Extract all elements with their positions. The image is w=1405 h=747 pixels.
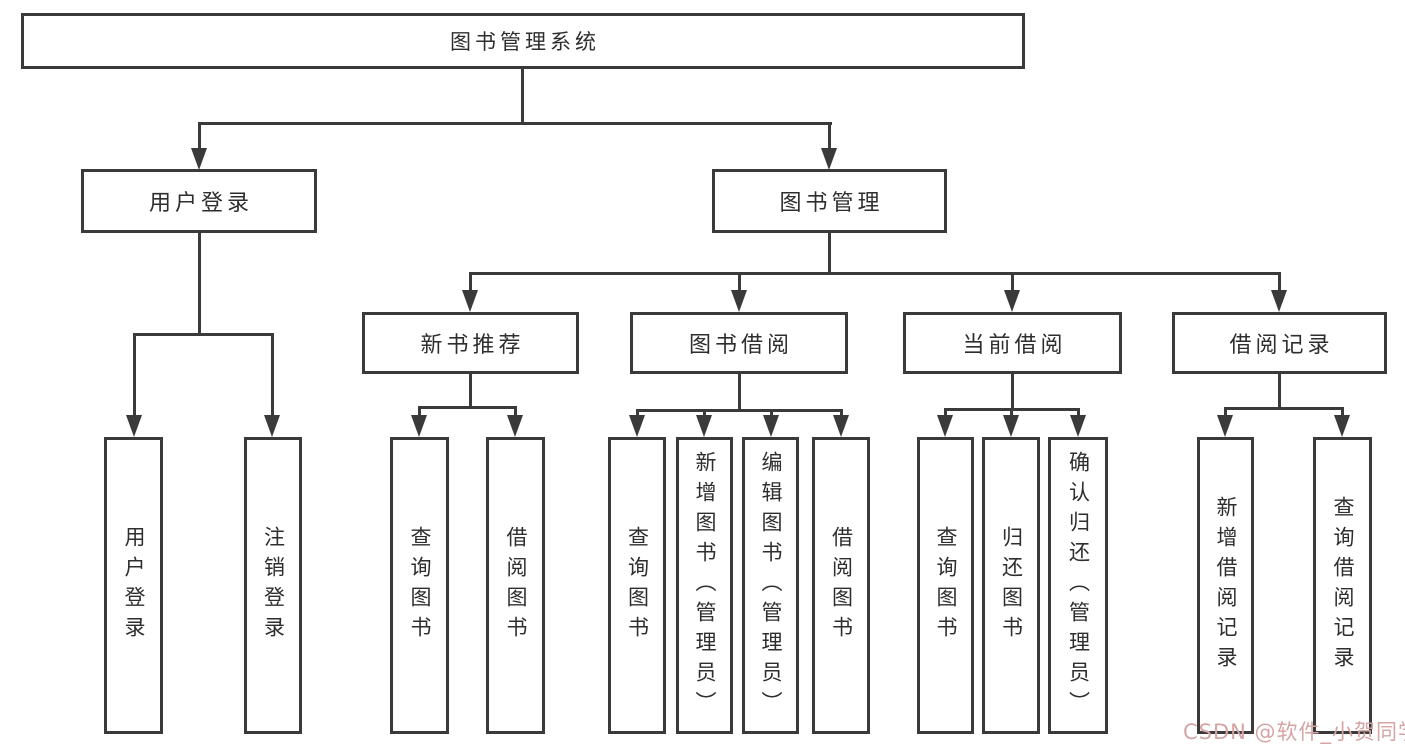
connector-drop-new-books bbox=[469, 272, 472, 292]
node-label: 用户登录 bbox=[148, 191, 253, 216]
leaf-borrow-query-books: 查询图书 bbox=[608, 437, 666, 734]
arrow-down-icon bbox=[264, 415, 280, 437]
connector-drop-leaf bbox=[418, 406, 421, 417]
leaf-label: 新增借阅记录 bbox=[1214, 495, 1238, 676]
connector-drop-user-login bbox=[198, 122, 201, 150]
arrow-down-icon bbox=[763, 415, 779, 437]
leaf-label: 查询借阅记录 bbox=[1331, 495, 1355, 676]
connector-drop-borrow-records bbox=[1278, 272, 1281, 292]
arrow-down-icon bbox=[821, 148, 837, 170]
node-label: 图书管理系统 bbox=[450, 30, 600, 54]
arrow-down-icon bbox=[1271, 290, 1287, 312]
watermark: CSDN @软件_小贺同学 bbox=[1183, 720, 1405, 744]
leaf-label: 用户登录 bbox=[122, 525, 146, 646]
node-book-borrow: 图书借阅 bbox=[630, 312, 848, 374]
connector-drop-current-borrow bbox=[1011, 272, 1014, 292]
connector-drop-leaf bbox=[133, 333, 136, 417]
connector-drop-leaf bbox=[840, 409, 843, 417]
arrow-down-icon bbox=[507, 415, 523, 437]
connector-root-stem bbox=[521, 69, 524, 122]
connector-drop-book-borrow bbox=[738, 272, 741, 292]
arrow-down-icon bbox=[937, 415, 953, 437]
leaf-records-add-record: 新增借阅记录 bbox=[1197, 437, 1254, 734]
connector-new-books-bus bbox=[418, 406, 517, 409]
arrow-down-icon bbox=[731, 290, 747, 312]
arrow-down-icon bbox=[126, 415, 142, 437]
node-label: 新书推荐 bbox=[420, 333, 525, 358]
node-label: 借阅记录 bbox=[1229, 333, 1334, 358]
connector-drop-book-mgmt bbox=[828, 122, 831, 150]
leaf-label: 编辑图书（管理员） bbox=[759, 450, 783, 721]
connector-drop-leaf bbox=[514, 406, 517, 417]
arrow-down-icon bbox=[1070, 415, 1086, 437]
arrow-down-icon bbox=[833, 415, 849, 437]
connector-drop-leaf bbox=[1341, 407, 1344, 417]
leaf-current-confirm-return-admin: 确认归还（管理员） bbox=[1048, 437, 1108, 734]
connector-drop-leaf bbox=[1224, 407, 1227, 417]
leaf-label: 归还图书 bbox=[999, 525, 1024, 646]
leaf-label: 查询图书 bbox=[408, 525, 432, 646]
connector-drop-leaf bbox=[770, 409, 773, 417]
connector-new-books-stem bbox=[469, 374, 472, 406]
arrow-down-icon bbox=[411, 415, 427, 437]
node-borrow-records: 借阅记录 bbox=[1172, 312, 1387, 374]
leaf-newbooks-query-books: 查询图书 bbox=[390, 437, 449, 734]
connector-drop-leaf bbox=[703, 409, 706, 417]
arrow-down-icon bbox=[629, 415, 645, 437]
leaf-logout: 注销登录 bbox=[244, 437, 302, 734]
leaf-current-query-books: 查询图书 bbox=[917, 437, 974, 734]
leaf-label: 确认归还（管理员） bbox=[1066, 450, 1091, 721]
leaf-label: 新增图书（管理员） bbox=[693, 450, 717, 721]
arrow-down-icon bbox=[1003, 415, 1019, 437]
leaf-current-return-books: 归还图书 bbox=[982, 437, 1040, 734]
arrow-down-icon bbox=[462, 290, 478, 312]
connector-drop-leaf bbox=[1077, 408, 1080, 417]
arrow-down-icon bbox=[191, 148, 207, 170]
arrow-down-icon bbox=[1334, 415, 1350, 437]
arrow-down-icon bbox=[696, 415, 712, 437]
leaf-borrow-borrow-books: 借阅图书 bbox=[812, 437, 870, 734]
leaf-label: 借阅图书 bbox=[504, 525, 528, 646]
arrow-down-icon bbox=[1004, 290, 1020, 312]
node-label: 图书管理 bbox=[779, 191, 884, 216]
connector-user-login-stem bbox=[198, 233, 201, 333]
arrow-down-icon bbox=[1217, 415, 1233, 437]
leaf-borrow-edit-books-admin: 编辑图书（管理员） bbox=[742, 437, 799, 734]
connector-user-login-bus bbox=[133, 333, 274, 336]
leaf-label: 注销登录 bbox=[261, 525, 286, 646]
connector-drop-leaf bbox=[636, 409, 639, 417]
node-library-system: 图书管理系统 bbox=[21, 13, 1025, 69]
leaf-label: 借阅图书 bbox=[829, 525, 854, 646]
connector-current-borrow-stem bbox=[1011, 374, 1014, 408]
node-current-borrow: 当前借阅 bbox=[903, 312, 1122, 374]
connector-book-borrow-stem bbox=[738, 374, 741, 409]
leaf-label: 查询图书 bbox=[934, 525, 958, 646]
leaf-newbooks-borrow-books: 借阅图书 bbox=[486, 437, 545, 734]
node-new-book-recommend: 新书推荐 bbox=[362, 312, 579, 374]
connector-level2-bus bbox=[198, 122, 832, 125]
leaf-borrow-add-books-admin: 新增图书（管理员） bbox=[676, 437, 733, 734]
connector-drop-leaf bbox=[271, 333, 274, 417]
connector-level3-bus bbox=[469, 272, 1280, 275]
connector-drop-leaf bbox=[1010, 408, 1013, 417]
connector-book-mgmt-stem bbox=[828, 233, 831, 272]
leaf-label: 查询图书 bbox=[625, 525, 650, 646]
connector-borrow-records-bus bbox=[1224, 407, 1343, 410]
leaf-user-login: 用户登录 bbox=[104, 437, 163, 734]
leaf-records-query-record: 查询借阅记录 bbox=[1313, 437, 1372, 734]
connector-drop-leaf bbox=[944, 408, 947, 417]
connector-book-borrow-bus bbox=[636, 409, 842, 412]
node-book-management: 图书管理 bbox=[712, 169, 947, 233]
connector-borrow-records-stem bbox=[1278, 374, 1281, 407]
node-label: 当前借阅 bbox=[962, 333, 1067, 358]
node-label: 图书借阅 bbox=[688, 333, 793, 358]
node-user-login: 用户登录 bbox=[81, 169, 317, 233]
